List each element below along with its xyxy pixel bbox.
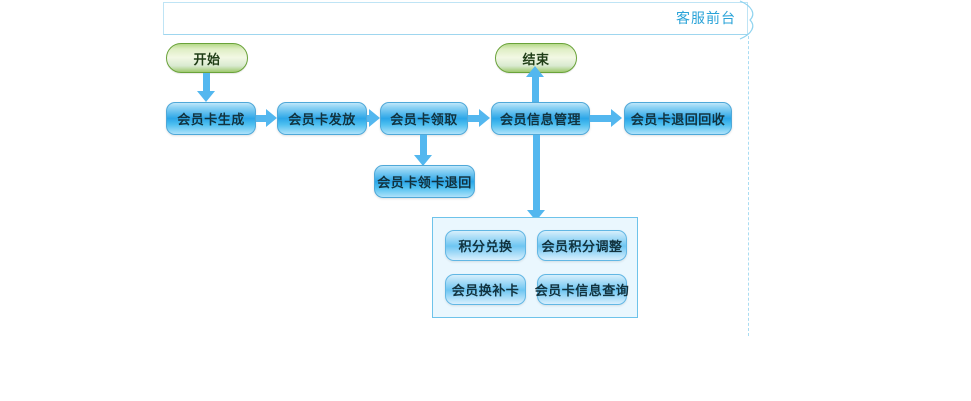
process-points-adjust[interactable]: 会员积分调整: [537, 230, 627, 261]
process-card-generate-label: 会员卡生成: [177, 113, 245, 128]
process-card-claim[interactable]: 会员卡领取: [380, 102, 468, 135]
swimlane-title: 客服前台: [676, 11, 736, 27]
process-points-adjust-label: 会员积分调整: [541, 240, 623, 255]
terminator-end-label: 结束: [522, 52, 550, 68]
process-card-info-query-label: 会员卡信息查询: [534, 284, 630, 299]
process-card-replace[interactable]: 会员换补卡: [445, 274, 526, 305]
swimlane-bracket-icon: [739, 0, 754, 40]
process-member-info[interactable]: 会员信息管理: [491, 102, 590, 135]
process-card-recycle-label: 会员卡退回回收: [630, 113, 726, 128]
process-card-issue[interactable]: 会员卡发放: [277, 102, 367, 135]
process-card-claim-return-label: 会员卡领卡退回: [377, 176, 472, 191]
process-card-replace-label: 会员换补卡: [451, 284, 520, 299]
swimlane-divider: [748, 36, 749, 336]
process-points-exchange[interactable]: 积分兑换: [445, 230, 526, 261]
process-card-recycle[interactable]: 会员卡退回回收: [624, 102, 732, 135]
process-card-issue-label: 会员卡发放: [288, 113, 356, 128]
process-card-info-query[interactable]: 会员卡信息查询: [534, 274, 630, 305]
swimlane-header: [163, 2, 748, 35]
terminator-start-label: 开始: [193, 52, 221, 68]
process-points-exchange-label: 积分兑换: [458, 240, 513, 255]
process-card-claim-label: 会员卡领取: [390, 113, 458, 128]
process-card-generate[interactable]: 会员卡生成: [166, 102, 256, 135]
member-services-group: 积分兑换 会员积分调整 会员换补卡 会员卡信息查询: [432, 217, 638, 318]
process-member-info-label: 会员信息管理: [499, 113, 581, 128]
process-card-claim-return[interactable]: 会员卡领卡退回: [374, 165, 475, 198]
terminator-start[interactable]: 开始: [166, 43, 248, 73]
